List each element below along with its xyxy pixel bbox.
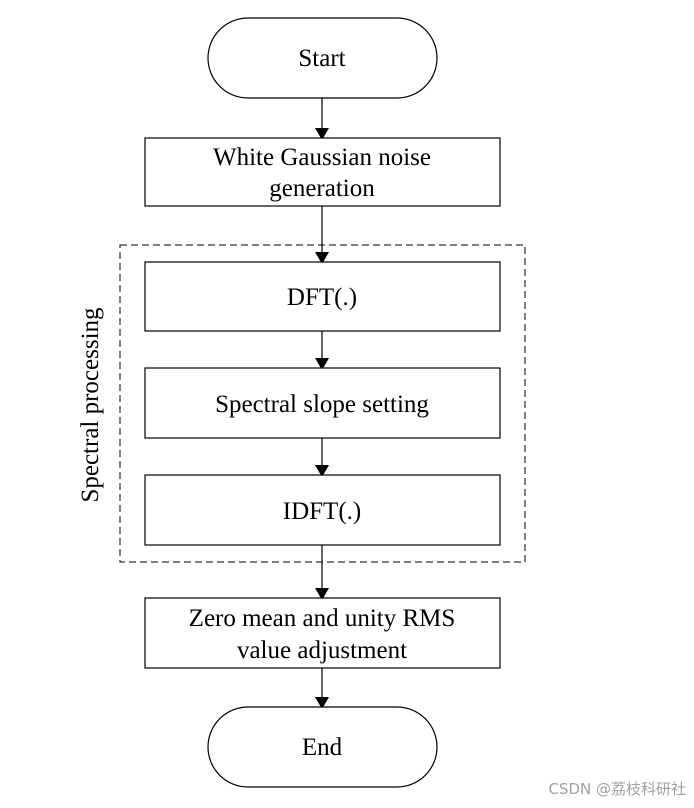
watermark-text: CSDN @荔枝科研社 [548, 780, 686, 798]
idft-label: IDFT(.) [283, 498, 361, 525]
start-label: Start [298, 45, 345, 72]
idft-box: IDFT(.) [144, 474, 501, 546]
rms-adjustment-label-line2: value adjustment [237, 637, 407, 664]
end-label: End [302, 734, 343, 761]
slope-setting-label: Spectral slope setting [215, 391, 429, 418]
spectral-processing-label: Spectral processing [77, 307, 104, 503]
end-terminal: End [207, 706, 438, 788]
start-terminal: Start [207, 17, 438, 99]
rms-adjustment-label-line1: Zero mean and unity RMS [189, 605, 456, 632]
noise-generation-box: White Gaussian noise generation [144, 137, 501, 207]
rms-adjustment-box: Zero mean and unity RMS value adjustment [144, 597, 501, 669]
dft-box: DFT(.) [144, 261, 501, 332]
noise-generation-label-line1: White Gaussian noise [213, 144, 431, 171]
noise-generation-label-line2: generation [269, 175, 375, 202]
dft-label: DFT(.) [287, 284, 357, 311]
slope-setting-box: Spectral slope setting [144, 367, 501, 439]
